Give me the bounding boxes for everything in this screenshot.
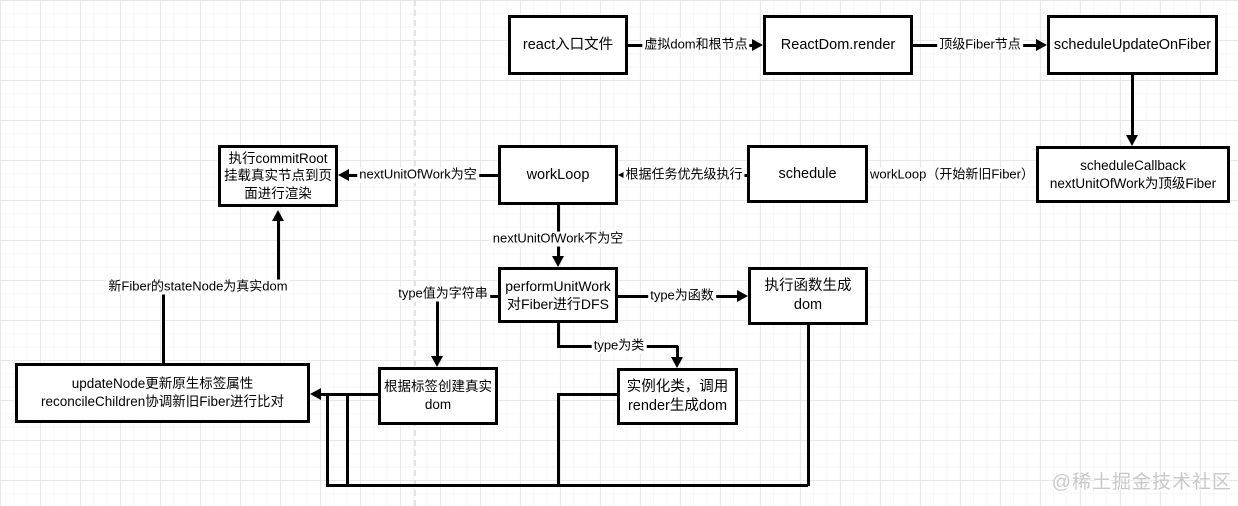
edge-label-statenode-realdom: 新Fiber的stateNode为真实dom — [106, 278, 290, 295]
node-label: updateNode更新原生标签属性 reconcileChildren协调新旧… — [40, 376, 285, 409]
arrowhead-down — [430, 356, 443, 367]
node-update-node: updateNode更新原生标签属性 reconcileChildren协调新旧… — [15, 363, 310, 423]
edge-segment — [325, 393, 329, 486]
edge-segment — [675, 346, 679, 358]
node-label: 执行commitRoot 挂载真实节点到页 面进行渲染 — [224, 150, 332, 201]
arrowhead-left — [338, 168, 349, 181]
edge-label-task-priority: 根据任务优先级执行 — [623, 166, 745, 183]
arrowhead-down — [1125, 135, 1138, 146]
node-label: workLoop — [526, 166, 590, 183]
node-schedule: schedule — [747, 145, 868, 203]
node-label: schedule — [778, 165, 837, 182]
node-exec-function-dom: 执行函数生成dom — [748, 267, 868, 325]
node-label: scheduleCallback nextUnitOfWork为顶级Fiber — [1049, 157, 1217, 191]
arrowhead-down — [551, 256, 564, 267]
node-commit-root: 执行commitRoot 挂载真实节点到页 面进行渲染 — [218, 145, 338, 207]
edge-label-type-class: type为类 — [591, 337, 647, 354]
node-schedule-callback: scheduleCallback nextUnitOfWork为顶级Fiber — [1036, 146, 1230, 203]
edge-segment — [556, 393, 560, 485]
node-perform-unit-work: performUnitWork 对Fiber进行DFS — [498, 267, 618, 323]
edge-segment — [1130, 75, 1134, 136]
node-schedule-update-on-fiber: scheduleUpdateOnFiber — [1047, 15, 1218, 75]
node-label: react入口文件 — [522, 36, 614, 53]
edge-segment — [276, 221, 280, 288]
edge-segment — [556, 323, 560, 347]
watermark: @稀土掘金技术社区 — [1051, 472, 1232, 493]
arrowhead-up — [271, 210, 284, 221]
arrowhead-left — [310, 387, 321, 400]
node-instantiate-class: 实例化类，调用 render生成dom — [617, 368, 738, 425]
node-label: 实例化类，调用 render生成dom — [626, 378, 729, 414]
page-break-line — [414, 0, 416, 506]
edge-segment — [161, 287, 165, 363]
edge-label-nuow-empty: nextUnitOfWork为空 — [357, 166, 479, 183]
arrowhead-right — [752, 38, 763, 51]
edge-label-type-function: type为函数 — [648, 287, 716, 304]
arrowhead-right — [737, 289, 748, 302]
node-label: 执行函数生成dom — [764, 278, 852, 313]
edge-segment — [435, 295, 439, 357]
edge-segment — [806, 323, 810, 486]
edge-segment — [556, 205, 560, 257]
edge-segment — [326, 483, 808, 487]
edge-label-nuow-not-empty: nextUnitOfWork不为空 — [490, 230, 626, 247]
node-reactdom-render: ReactDom.render — [763, 15, 913, 75]
node-label: ReactDom.render — [780, 36, 896, 53]
edge-segment — [345, 393, 349, 486]
edge-label-vdom-and-root: 虚拟dom和根节点 — [642, 36, 750, 53]
edge-segment — [320, 392, 378, 396]
node-react-entry: react入口文件 — [508, 15, 628, 75]
node-label: 根据标签创建真实 dom — [384, 379, 492, 412]
node-label: scheduleUpdateOnFiber — [1053, 36, 1212, 53]
edge-label-workloop-start: workLoop（开始新旧Fiber） — [868, 166, 1036, 183]
node-create-real-dom: 根据标签创建真实 dom — [378, 367, 498, 425]
node-workloop: workLoop — [498, 145, 618, 205]
edge-label-type-string: type值为字符串 — [396, 285, 490, 302]
arrowhead-right — [1036, 38, 1047, 51]
edge-segment — [557, 392, 617, 396]
edge-label-top-fiber-node: 顶级Fiber节点 — [937, 36, 1023, 53]
node-label: performUnitWork 对Fiber进行DFS — [505, 277, 611, 312]
arrowhead-down — [670, 357, 683, 368]
